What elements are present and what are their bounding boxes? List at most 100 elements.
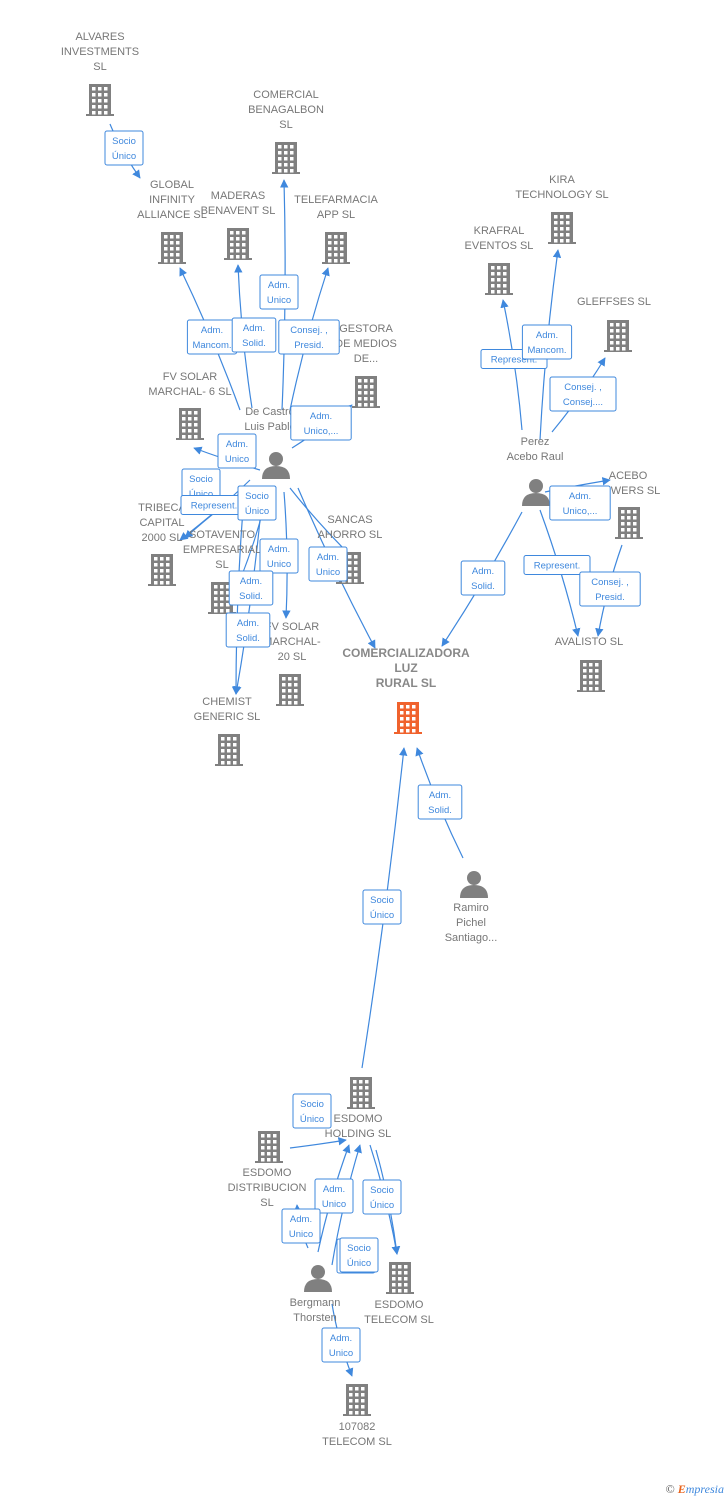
acebo-towers-building-icon[interactable]: [615, 507, 643, 539]
label-line: 107082: [339, 1421, 376, 1433]
label-line: FV SOLAR: [163, 371, 217, 383]
comercializadora-building-icon[interactable]: [394, 702, 422, 734]
edge-label-de_castro-to-comercial_benagalbon[interactable]: Adm.Unico: [259, 274, 299, 310]
edge-label-perez-to-gleffses[interactable]: Consej. ,Consej....: [549, 376, 617, 412]
edge-label-de_castro-to-maderas[interactable]: Adm.Solid.: [231, 317, 277, 353]
de-castro-person-icon[interactable]: [262, 452, 290, 479]
edge-label-de_castro-to-chemist[interactable]: Adm.Solid.: [225, 612, 271, 648]
fv-solar-6-building-icon[interactable]: [176, 408, 204, 440]
label-line: SL: [93, 61, 106, 73]
edge-label-perez-to-kira[interactable]: Adm.Mancom.: [521, 324, 573, 360]
edge-label-bergmann-to-telecom_107082[interactable]: Adm.Unico: [321, 1327, 361, 1363]
edge-label-de_castro-to-sotavento[interactable]: Adm.Unico: [259, 538, 299, 574]
telecom-107082-building-icon[interactable]: [343, 1384, 371, 1416]
label-line: DE...: [354, 353, 378, 365]
edge-label-text: Adm.: [429, 790, 451, 801]
label-line: SL: [215, 559, 228, 571]
maderas-building-icon[interactable]: [224, 228, 252, 260]
telefarmacia-building-icon[interactable]: [322, 232, 350, 264]
edge-label-perez-to-avalisto[interactable]: Represent.: [523, 555, 591, 575]
label-line: TELEFARMACIA: [294, 194, 378, 206]
esdomo-holding-building-icon[interactable]: [347, 1077, 375, 1109]
edge-label-text: Presid.: [595, 592, 625, 603]
edge-label-de_castro-to-tribeca[interactable]: Represent.: [180, 495, 248, 515]
ramiro-person-icon[interactable]: [460, 871, 488, 898]
label-line: TRIBECA: [138, 502, 186, 514]
edge-label-de_castro-to-gestora[interactable]: Adm.Unico,...: [290, 405, 352, 441]
gleffses-label[interactable]: GLEFFSES SL: [577, 296, 651, 308]
label-line: SL: [279, 119, 292, 131]
edge-label-de_castro-to-fv_solar_6[interactable]: Adm.Unico: [217, 433, 257, 469]
label-line: RURAL SL: [376, 676, 436, 690]
edge-label-bergmann-to-esdomo_holding[interactable]: Adm.Unico: [314, 1178, 354, 1214]
edge-label-de_castro-to-telefarmacia[interactable]: Consej. ,Presid.: [278, 319, 340, 355]
chemist-building-icon[interactable]: [215, 734, 243, 766]
label-line: DE MEDIOS: [335, 338, 397, 350]
fv-solar-20-building-icon[interactable]: [276, 674, 304, 706]
label-line: FV SOLAR: [265, 621, 319, 633]
esdomo-distribucion-building-icon[interactable]: [255, 1131, 283, 1163]
kira-building-icon[interactable]: [548, 212, 576, 244]
gleffses-building-icon[interactable]: [604, 320, 632, 352]
bergmann-person-icon[interactable]: [304, 1265, 332, 1292]
edge-label-text: Socio: [189, 474, 213, 485]
edge-label-acebo_towers-to-avalisto[interactable]: Consej. , Presid.: [579, 571, 641, 607]
edge-label-perez-to-acebo_towers[interactable]: Adm.Unico,...: [549, 485, 611, 521]
perez-person-icon[interactable]: [522, 479, 550, 506]
edge-label-de_castro-to-global_infinity[interactable]: Adm.Mancom.: [186, 319, 238, 355]
tribeca-building-icon[interactable]: [148, 554, 176, 586]
gestora-building-icon[interactable]: [352, 376, 380, 408]
label-line: INVESTMENTS: [61, 46, 139, 58]
edge-label-text: Consej. ,: [591, 577, 629, 588]
edge-label-perez-to-comercializadora[interactable]: Adm.Solid.: [460, 560, 506, 596]
avalisto-label[interactable]: AVALISTO SL: [555, 636, 623, 648]
edge-label-text: Adm.: [290, 1214, 312, 1225]
esdomo-telecom-building-icon[interactable]: [386, 1262, 414, 1294]
edge-label-ramiro-to-comercializadora[interactable]: Adm.Solid.: [417, 784, 463, 820]
edge-esdomo_distribucion-to-esdomo_holding: [289, 1137, 347, 1149]
label-line: GENERIC SL: [194, 711, 261, 723]
avalisto-building-icon[interactable]: [577, 660, 605, 692]
krafral-building-icon[interactable]: [485, 263, 513, 295]
edge-label-text: Único: [347, 1258, 371, 1269]
comercial-benagalbon-building-icon[interactable]: [272, 142, 300, 174]
sotavento-building-icon[interactable]: [208, 582, 236, 614]
edge-label-de_castro-to-comercializadora[interactable]: Adm.Solid.: [228, 570, 274, 606]
label-line: BENAVENT SL: [201, 205, 276, 217]
edge-label-bergmann-to-esdomo_distribucion[interactable]: Adm.Unico: [281, 1208, 321, 1244]
alvares-building-icon[interactable]: [86, 84, 114, 116]
global-infinity-building-icon[interactable]: [158, 232, 186, 264]
label-line: ACEBO: [609, 470, 648, 482]
edge-label-de_castro-to-sancas[interactable]: Adm.Unico: [308, 546, 348, 582]
